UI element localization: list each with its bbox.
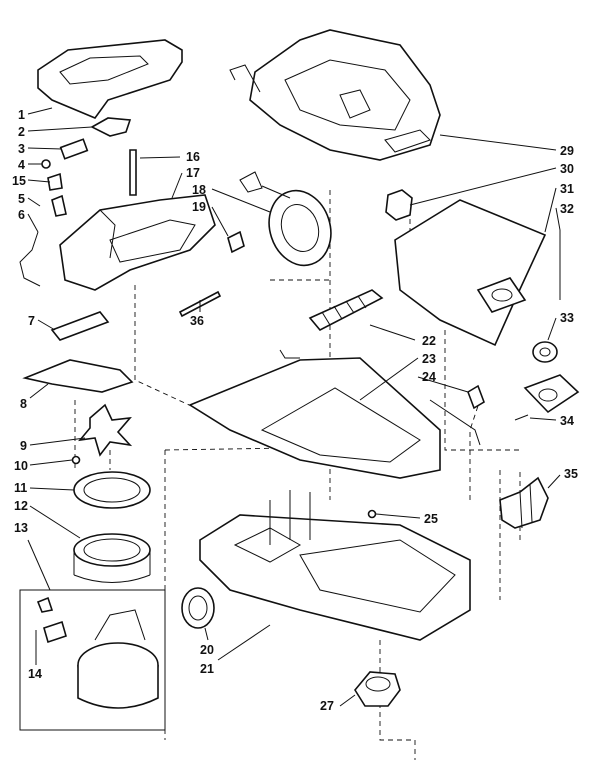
callout-14: 14 — [28, 667, 42, 681]
part-10-screw — [71, 455, 81, 465]
callout-24: 24 — [422, 370, 436, 384]
callout-17: 17 — [186, 166, 200, 180]
callout-18: 18 — [192, 183, 206, 197]
callout-13: 13 — [14, 521, 28, 535]
callout-19: 19 — [192, 200, 206, 214]
callout-12: 12 — [14, 499, 28, 513]
callout-3: 3 — [18, 142, 25, 156]
callout-20: 20 — [200, 643, 214, 657]
part-8-bracket — [22, 359, 134, 393]
part-22-grille — [308, 289, 384, 332]
callout-35: 35 — [564, 467, 578, 481]
part-6-power-cord — [19, 231, 41, 287]
part-19-clip — [227, 230, 245, 254]
callout-23: 23 — [422, 352, 436, 366]
part-25-screw — [367, 509, 377, 519]
part-33-bag-holder — [523, 341, 580, 414]
part-29-upper-housing — [229, 29, 441, 161]
part-35-bracket — [499, 476, 549, 529]
callout-15: 15 — [12, 174, 26, 188]
callout-2: 2 — [18, 125, 25, 139]
part-11-gasket-ring — [73, 471, 151, 509]
part-20-wheel — [181, 587, 215, 629]
callout-31: 31 — [560, 182, 574, 196]
callout-27: 27 — [320, 699, 334, 713]
leader-lines — [27, 107, 561, 707]
part-9-fan — [78, 403, 133, 457]
callout-33: 33 — [560, 311, 574, 325]
callout-8: 8 — [20, 397, 27, 411]
callout-9: 9 — [20, 439, 27, 453]
part-3-slide-button — [59, 138, 89, 160]
part-small-fasteners — [41, 149, 137, 217]
callout-25: 25 — [424, 512, 438, 526]
part-23-bag-cover-frame — [188, 349, 441, 479]
callout-7: 7 — [28, 314, 35, 328]
callout-29: 29 — [560, 144, 574, 158]
callout-labels: 1 2 3 4 15 5 6 7 8 9 10 11 12 13 14 16 1… — [12, 108, 578, 713]
callout-4: 4 — [18, 158, 25, 172]
part-27-caster — [354, 671, 401, 707]
part-24-connector — [429, 384, 485, 446]
callout-30: 30 — [560, 162, 574, 176]
callout-16: 16 — [186, 150, 200, 164]
callout-1: 1 — [18, 108, 25, 122]
part-7-filter — [50, 311, 110, 341]
callout-32: 32 — [560, 202, 574, 216]
part-1-top-cover — [37, 39, 183, 119]
part-30-latch — [385, 189, 413, 221]
part-2-switch — [90, 117, 132, 137]
part-17-motor-housing — [59, 194, 216, 291]
callout-10: 10 — [14, 459, 28, 473]
callout-36: 36 — [190, 314, 204, 328]
part-31-dust-bag — [394, 199, 547, 347]
callout-22: 22 — [422, 334, 436, 348]
callout-5: 5 — [18, 192, 25, 206]
part-12-motor-mount — [73, 533, 151, 583]
part-21-base — [199, 490, 471, 641]
part-13-motor-assembly-box — [19, 589, 166, 731]
callout-21: 21 — [200, 662, 214, 676]
callout-6: 6 — [18, 208, 25, 222]
callout-34: 34 — [560, 414, 574, 428]
part-18-cord-reel — [239, 171, 332, 267]
part-34-spring — [514, 414, 529, 421]
callout-11: 11 — [14, 481, 27, 495]
